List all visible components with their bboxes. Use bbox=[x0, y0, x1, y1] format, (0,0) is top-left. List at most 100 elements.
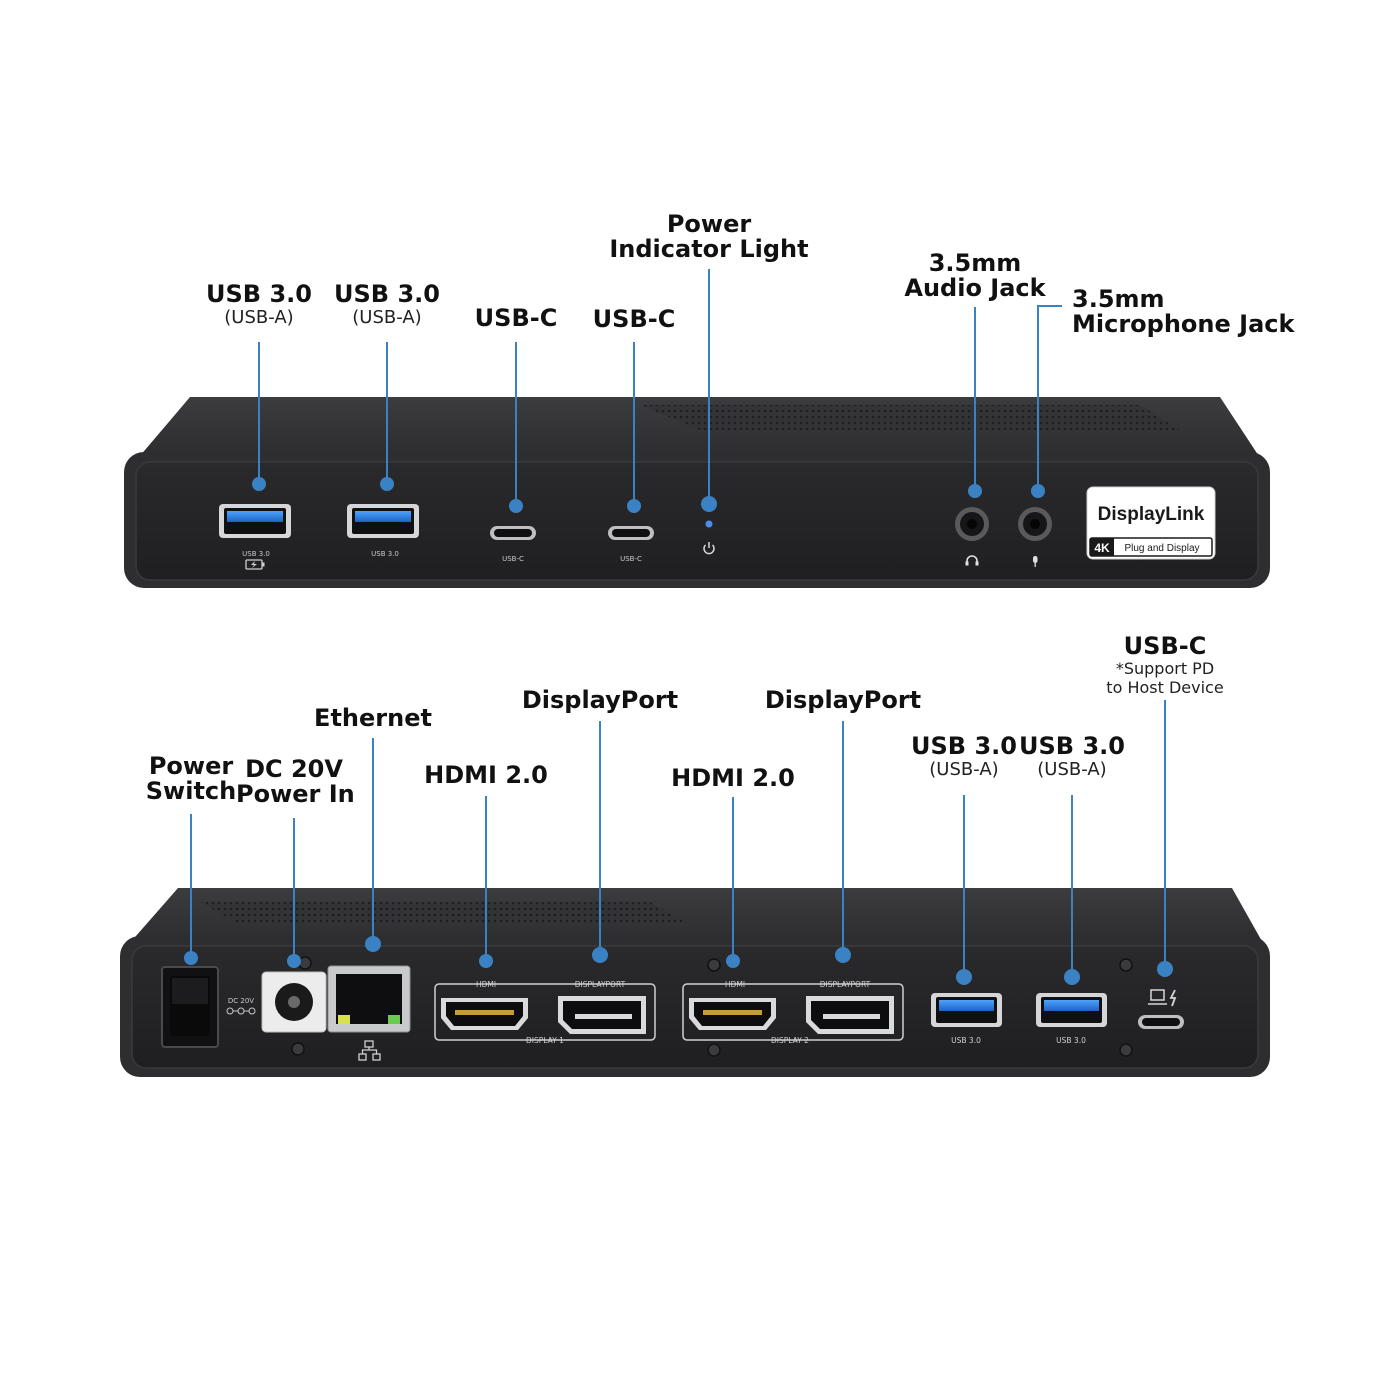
engraved-usb3-back-1: USB 3.0 bbox=[951, 1036, 981, 1045]
hdmi-port-2 bbox=[689, 998, 776, 1030]
label-front-usb-a-1: USB 3.0 (USB-A) bbox=[199, 280, 319, 329]
hdmi-port-1 bbox=[441, 998, 528, 1030]
label-title: DisplayPort bbox=[521, 686, 679, 714]
label-line1: DC 20V bbox=[245, 755, 343, 783]
power-icon bbox=[703, 542, 715, 555]
label-line2: Switch bbox=[145, 777, 237, 805]
screw-icon bbox=[1119, 1043, 1133, 1057]
front-usb-c-port-1 bbox=[490, 526, 536, 540]
engraved-display-2: DISPLAY 2 bbox=[771, 1036, 809, 1045]
screw-icon bbox=[291, 1042, 305, 1056]
dc-power-jack bbox=[261, 971, 327, 1033]
label-title: Ethernet bbox=[314, 704, 432, 732]
power-indicator-led bbox=[705, 520, 713, 528]
microphone-icon bbox=[1033, 556, 1038, 567]
label-line2: Indicator Light bbox=[609, 235, 809, 263]
label-title: DisplayPort bbox=[764, 686, 922, 714]
label-title: USB-C bbox=[474, 304, 558, 332]
label-front-usb-c-2: USB-C bbox=[584, 307, 684, 332]
label-title: USB 3.0 bbox=[334, 280, 440, 308]
screw-icon bbox=[707, 958, 721, 972]
engraved-usbc-2: USB-C bbox=[620, 555, 642, 563]
label-line1: Power bbox=[148, 752, 234, 780]
label-front-usb-a-2: USB 3.0 (USB-A) bbox=[327, 280, 447, 329]
badge-tagline: Plug and Display bbox=[1124, 543, 1199, 554]
ethernet-port bbox=[327, 965, 411, 1033]
engraved-dc: DC 20V bbox=[228, 997, 254, 1005]
laptop-charge-icon bbox=[1148, 989, 1177, 1007]
label-back-usb-c: USB-C *Support PD to Host Device bbox=[1090, 632, 1240, 698]
label-displayport-2: DisplayPort bbox=[758, 688, 928, 713]
label-line2: Audio Jack bbox=[904, 274, 1046, 302]
label-displayport-1: DisplayPort bbox=[515, 688, 685, 713]
label-title: USB 3.0 bbox=[1019, 732, 1125, 760]
label-subtitle-2: to Host Device bbox=[1106, 678, 1224, 697]
label-dc-power-in: DC 20V Power In bbox=[236, 755, 355, 808]
label-title: USB 3.0 bbox=[206, 280, 312, 308]
label-line2: Microphone Jack bbox=[1072, 310, 1295, 338]
badge-brand: DisplayLink bbox=[1098, 504, 1205, 525]
back-usb-a-port-2 bbox=[1036, 993, 1107, 1027]
label-front-usb-c-1: USB-C bbox=[466, 306, 566, 331]
callout-dots bbox=[184, 477, 1173, 985]
front-usb-a-port-2 bbox=[347, 504, 419, 538]
badge-4k: 4K bbox=[1094, 541, 1110, 555]
screw-icon bbox=[298, 956, 312, 970]
label-title: USB 3.0 bbox=[911, 732, 1017, 760]
label-line2: Power In bbox=[236, 780, 355, 808]
engraved-usb3-2: USB 3.0 bbox=[371, 550, 399, 558]
front-usb-c-port-2 bbox=[608, 526, 654, 540]
displayport-port-2 bbox=[806, 996, 894, 1034]
front-dock-vent bbox=[640, 405, 1180, 430]
engraved-usb3-back-2: USB 3.0 bbox=[1056, 1036, 1086, 1045]
front-dock: DisplayLink 4K Plug and Display USB 3.0 … bbox=[124, 397, 1270, 588]
screw-icon bbox=[1119, 958, 1133, 972]
microphone-jack bbox=[1018, 507, 1052, 541]
back-usb-a-port-1 bbox=[931, 993, 1002, 1027]
engraved-hdmi-2: HDMI bbox=[725, 980, 745, 989]
back-dock-vent bbox=[200, 902, 690, 925]
label-line1: 3.5mm bbox=[1072, 285, 1165, 313]
label-hdmi-2: HDMI 2.0 bbox=[663, 766, 803, 791]
displayport-port-1 bbox=[558, 996, 646, 1034]
label-title: USB-C bbox=[592, 305, 676, 333]
label-ethernet: Ethernet bbox=[303, 706, 443, 731]
power-switch bbox=[161, 966, 219, 1048]
screw-icon bbox=[707, 1043, 721, 1057]
engraved-dp-1: DISPLAYPORT bbox=[575, 980, 626, 989]
label-line1: 3.5mm bbox=[928, 249, 1022, 277]
label-title: HDMI 2.0 bbox=[424, 761, 548, 789]
displaylink-badge: DisplayLink 4K Plug and Display bbox=[1086, 486, 1216, 560]
network-icon bbox=[358, 1040, 381, 1061]
label-power-switch: Power Switch bbox=[136, 754, 246, 804]
battery-charge-icon bbox=[245, 559, 265, 570]
label-title: HDMI 2.0 bbox=[671, 764, 795, 792]
label-subtitle: (USB-A) bbox=[1037, 759, 1107, 780]
callout-lines bbox=[190, 269, 1166, 977]
label-title: USB-C bbox=[1123, 632, 1207, 660]
engraved-usb3-1: USB 3.0 bbox=[242, 550, 270, 558]
label-subtitle: (USB-A) bbox=[929, 759, 999, 780]
label-back-usb-a-1: USB 3.0 (USB-A) bbox=[904, 732, 1024, 781]
dc-polarity-icon bbox=[226, 1007, 256, 1015]
engraved-dp-2: DISPLAYPORT bbox=[820, 980, 871, 989]
engraved-hdmi-1: HDMI bbox=[476, 980, 496, 989]
label-microphone-jack: 3.5mm Microphone Jack bbox=[1072, 287, 1302, 337]
label-line1: Power bbox=[666, 210, 752, 238]
engraved-display-1: DISPLAY 1 bbox=[526, 1036, 564, 1045]
display-1-frame bbox=[434, 983, 656, 1041]
label-subtitle: (USB-A) bbox=[352, 307, 422, 328]
display-2-frame bbox=[682, 983, 904, 1041]
label-back-usb-a-2: USB 3.0 (USB-A) bbox=[1012, 732, 1132, 781]
label-subtitle: (USB-A) bbox=[224, 307, 294, 328]
engraved-usbc-1: USB-C bbox=[502, 555, 524, 563]
label-audio-jack: 3.5mm Audio Jack bbox=[895, 251, 1055, 301]
audio-jack bbox=[955, 507, 989, 541]
headphone-icon bbox=[965, 555, 979, 566]
label-hdmi-1: HDMI 2.0 bbox=[416, 763, 556, 788]
back-dock: DC 20V bbox=[120, 888, 1270, 1077]
back-usb-c-port bbox=[1138, 1015, 1184, 1029]
label-power-indicator: Power Indicator Light bbox=[599, 212, 819, 262]
label-subtitle-1: *Support PD bbox=[1115, 659, 1215, 678]
